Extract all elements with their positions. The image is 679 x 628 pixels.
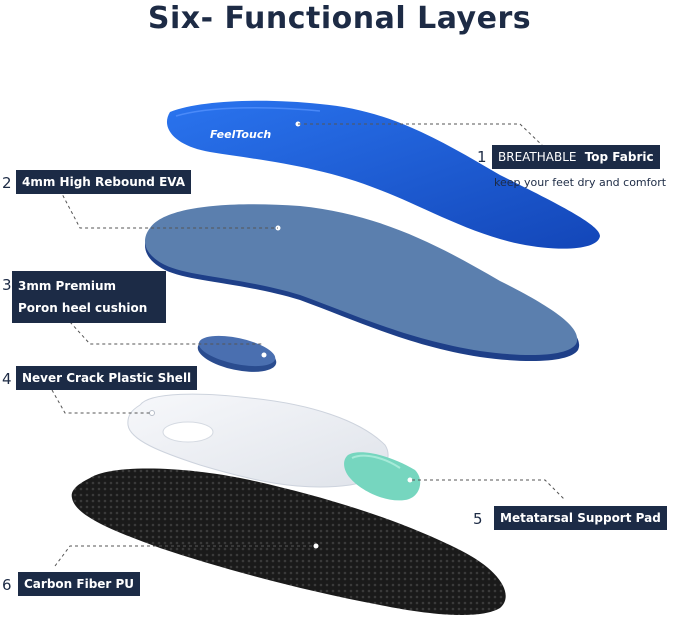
- plastic-shell-layer: [127, 393, 389, 488]
- carbon-fiber-layer: [71, 468, 506, 616]
- layer-1-label-a: BREATHABLE: [498, 150, 577, 164]
- layer-5-number: 5: [473, 510, 483, 528]
- page-title: Six- Functional Layers: [147, 1, 532, 36]
- layer-1-label-b: Top Fabric: [584, 150, 654, 164]
- brand-logo: FeelTouch: [210, 128, 271, 141]
- eva-layer: [145, 204, 580, 362]
- layer-3-label: 3mm Premium Poron heel cushion: [12, 271, 166, 323]
- layer-5-label: Metatarsal Support Pad: [494, 506, 667, 530]
- layer-2-number: 2: [2, 174, 12, 192]
- top-fabric-layer: FeelTouch: [166, 100, 601, 249]
- layer-4-label: Never Crack Plastic Shell: [16, 366, 198, 390]
- layer-1-label: BREATHABLE Top Fabric: [492, 145, 660, 169]
- layer-4-number: 4: [2, 370, 12, 388]
- layer-2-label: 4mm High Rebound EVA: [16, 170, 192, 194]
- layer-6-label: Carbon Fiber PU: [18, 572, 141, 596]
- layer-6-number: 6: [2, 576, 12, 594]
- metatarsal-pad: [344, 452, 421, 501]
- layer-3-label-line2: Poron heel cushion: [18, 301, 148, 315]
- layer-1-subtext: keep your feet dry and comfort: [494, 176, 667, 189]
- leader-lines: [51, 123, 566, 567]
- poron-heel-cushion: [197, 335, 277, 372]
- layer-1-number: 1: [477, 148, 487, 166]
- layer-3-number: 3: [2, 276, 12, 294]
- layer-3-label-line1: 3mm Premium: [18, 279, 117, 293]
